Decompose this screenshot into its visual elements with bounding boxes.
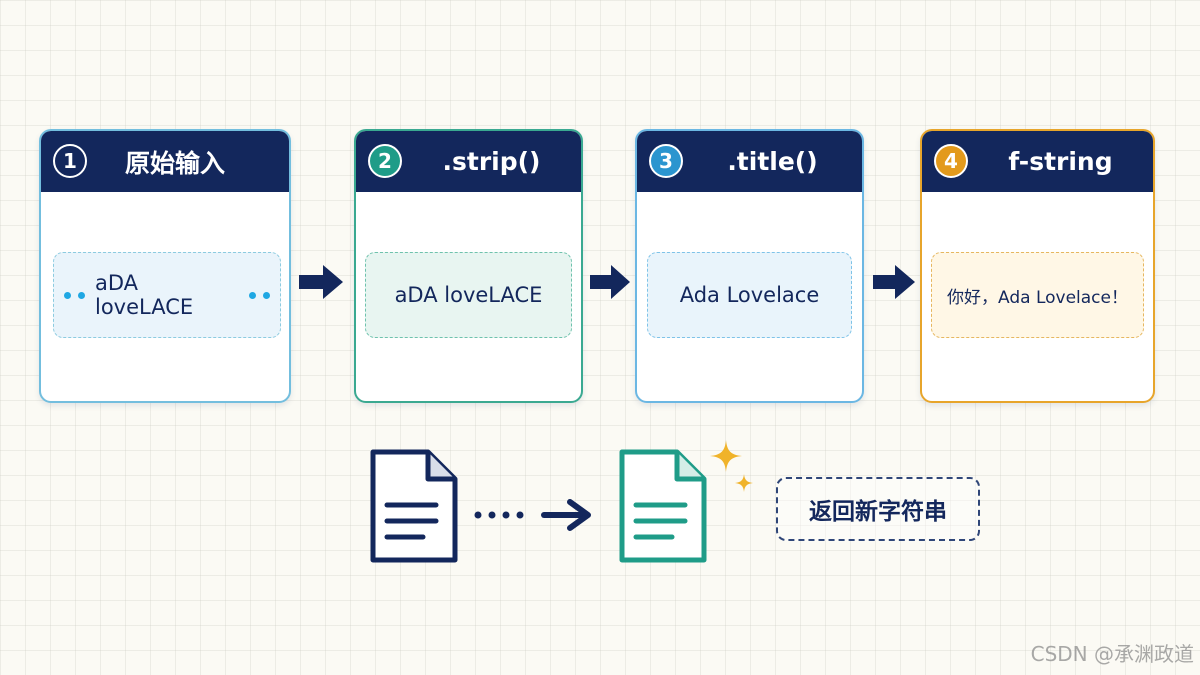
step-value-box: aDA loveLACE	[365, 252, 572, 338]
right-arrow-icon	[299, 265, 343, 299]
step-value-box: 你好，Ada Lovelace！	[931, 252, 1144, 338]
step-title: .strip()	[442, 147, 541, 176]
document-icon	[370, 449, 458, 563]
step-card-f-string: 4 f-string 你好，Ada Lovelace！	[920, 129, 1155, 403]
step-value: 你好，Ada Lovelace！	[947, 287, 1128, 308]
trailing-whitespace-dots	[249, 291, 270, 299]
transform-arrow-icon	[474, 499, 591, 531]
step-value: aDA loveLACE	[95, 271, 194, 319]
step-card-title: 3 .title() Ada Lovelace	[635, 129, 864, 403]
new-document-icon	[619, 449, 707, 563]
step-number-badge: 2	[368, 144, 402, 178]
step-header: 3 .title()	[637, 131, 862, 192]
right-arrow-icon	[873, 265, 915, 299]
step-value: aDA loveLACE	[394, 283, 543, 307]
watermark: CSDN @承渊政道	[1030, 642, 1194, 666]
leading-whitespace-dots	[64, 291, 85, 299]
step-card-raw-input: 1 原始输入 aDA loveLACE	[39, 129, 291, 403]
step-title: 原始输入	[125, 148, 226, 178]
step-number-badge: 1	[53, 144, 87, 178]
step-number-badge: 3	[649, 144, 683, 178]
step-value-box: aDA loveLACE	[53, 252, 281, 338]
step-value: Ada Lovelace	[679, 283, 820, 307]
result-label: 返回新字符串	[776, 477, 980, 541]
step-title: f-string	[1008, 147, 1113, 176]
right-arrow-icon	[590, 265, 630, 299]
step-title: .title()	[727, 147, 818, 176]
step-header: 4 f-string	[922, 131, 1153, 192]
step-card-strip: 2 .strip() aDA loveLACE	[354, 129, 583, 403]
step-header: 1 原始输入	[41, 131, 289, 192]
step-header: 2 .strip()	[356, 131, 581, 192]
sparkle-icon	[710, 440, 753, 492]
step-value-box: Ada Lovelace	[647, 252, 852, 338]
step-number-badge: 4	[934, 144, 968, 178]
